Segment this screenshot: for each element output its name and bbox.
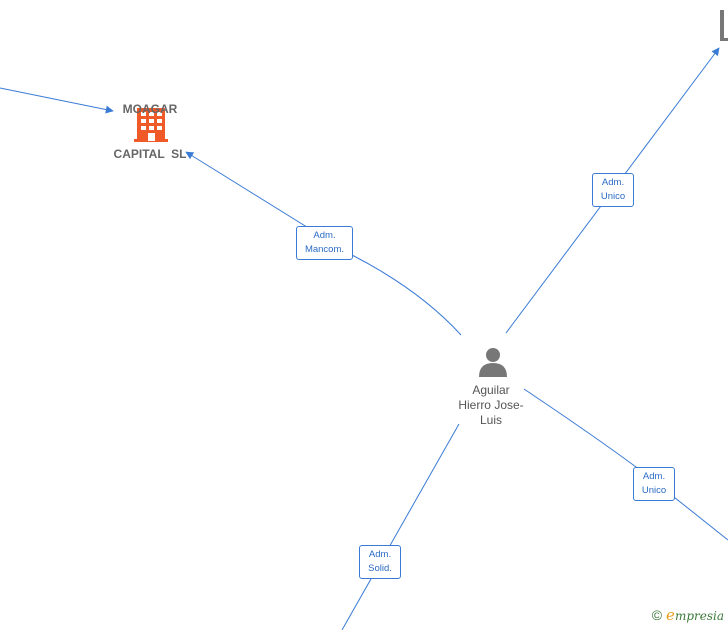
role-mancom-line2: Mancom. xyxy=(304,244,345,255)
building-icon-partial[interactable] xyxy=(720,10,728,41)
building-icon[interactable] xyxy=(134,108,168,142)
brand-e: e xyxy=(666,606,675,624)
edge-person-to-bottom-right xyxy=(523,388,728,541)
person-name[interactable]: Aguilar Hierro Jose- Luis xyxy=(446,383,536,428)
role-unico-top-line2: Unico xyxy=(600,191,626,202)
role-badge-unico-top[interactable]: Adm. Unico xyxy=(592,173,634,207)
edge-person-to-moagar xyxy=(185,151,462,336)
role-badge-mancom[interactable]: Adm. Mancom. xyxy=(296,226,353,260)
copyright-icon: © xyxy=(651,607,663,623)
company-name-line2: CAPITAL SL xyxy=(113,147,187,161)
company-name-moagar[interactable]: MOAGAR CAPITAL SL xyxy=(100,72,200,192)
company-name-line1: MOAGAR xyxy=(122,102,178,116)
person-name-line3: Luis xyxy=(479,413,502,427)
edge-offscreen-to-moagar xyxy=(0,87,114,114)
brand-watermark: ©empresia xyxy=(652,606,724,624)
role-badge-solid[interactable]: Adm. Solid. xyxy=(359,545,401,579)
role-badge-unico-bottom[interactable]: Adm. Unico xyxy=(633,467,675,501)
role-unico-bottom-line2: Unico xyxy=(641,485,667,496)
role-solid-line1: Adm. xyxy=(368,549,392,560)
person-icon[interactable] xyxy=(479,348,507,377)
edge-person-to-bottom xyxy=(341,423,460,630)
brand-rest: mpresia xyxy=(674,609,724,623)
role-solid-line2: Solid. xyxy=(368,563,392,574)
role-unico-top-line1: Adm. xyxy=(601,177,625,188)
role-unico-bottom-line1: Adm. xyxy=(642,471,666,482)
person-name-line2: Hierro Jose- xyxy=(458,398,524,412)
person-name-line1: Aguilar xyxy=(472,383,510,397)
role-mancom-line1: Adm. xyxy=(313,230,336,241)
